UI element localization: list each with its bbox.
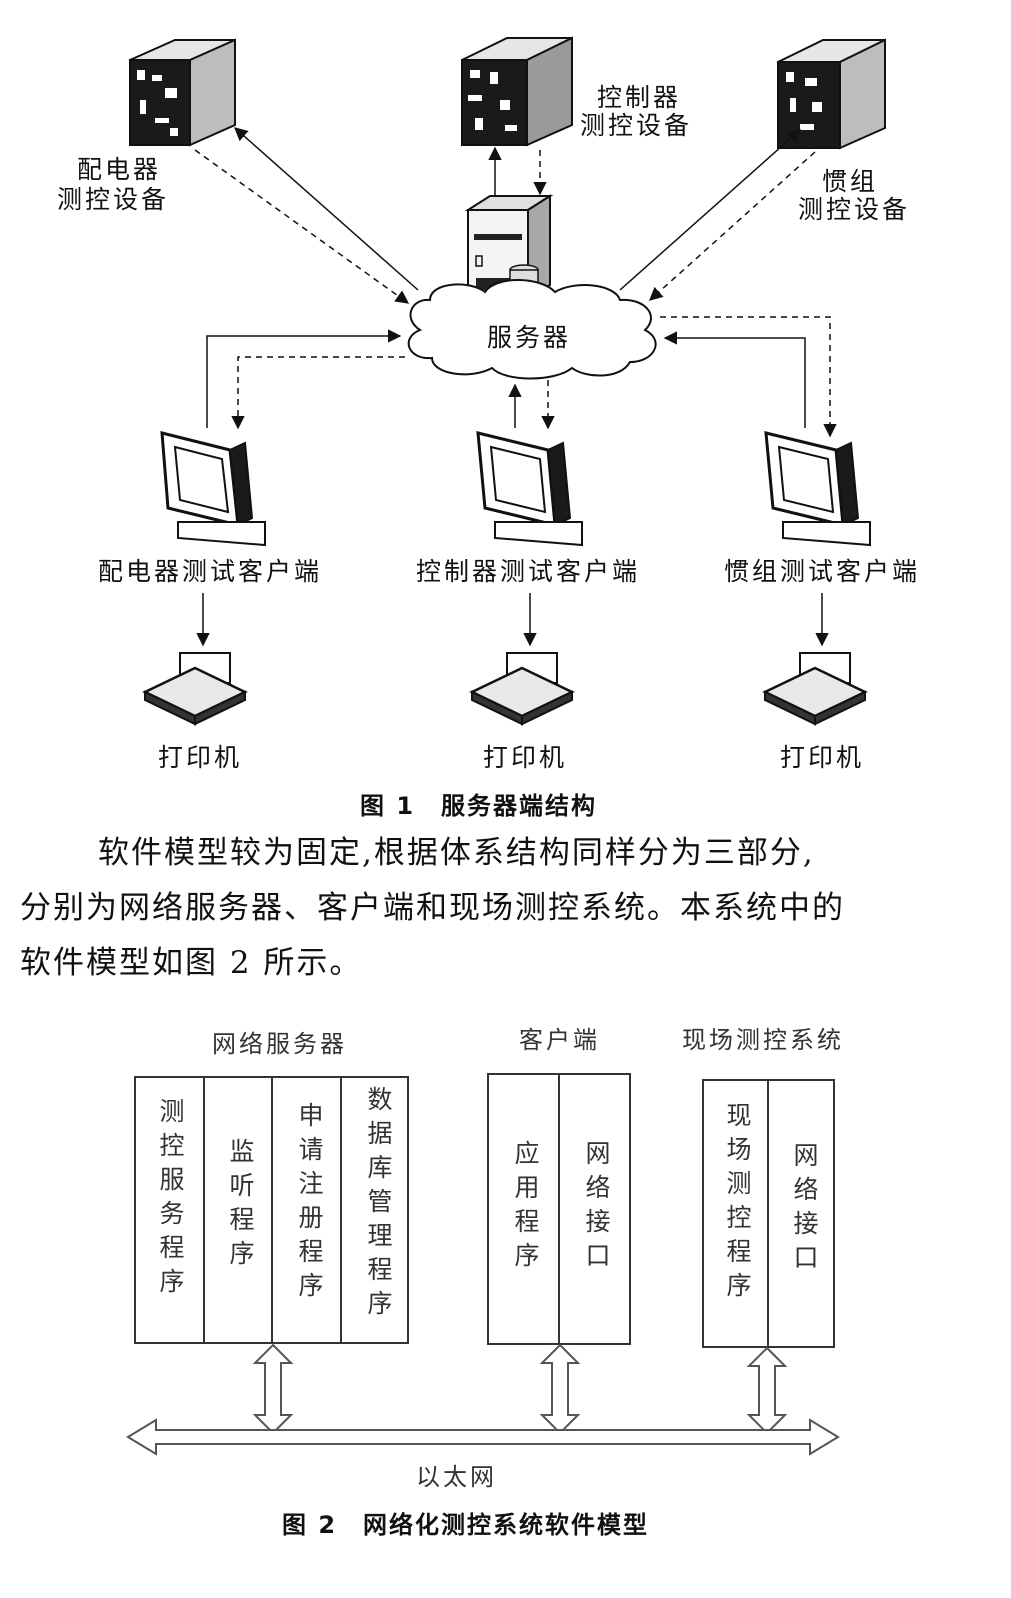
ethernet-label: 以太网 — [416, 1463, 497, 1491]
server-cloud-icon — [407, 279, 657, 380]
figure2-diagram — [134, 1073, 835, 1348]
printer-label: 打印机 — [158, 743, 243, 772]
ethernet-bus — [126, 1418, 840, 1456]
box-application-program: 应用程序 — [511, 1140, 540, 1276]
box-measure-service-program: 测控服务程序 — [156, 1098, 185, 1302]
box-register-program: 申请注册程序 — [295, 1102, 324, 1306]
paragraph-line-2: 分别为网络服务器、客户端和现场测控系统。本系统中的 — [20, 890, 845, 926]
box-client-network-interface: 网络接口 — [582, 1140, 611, 1276]
pdq-device-icon — [129, 38, 236, 147]
printer-icon — [762, 652, 868, 726]
kzq-device-icon — [461, 36, 573, 147]
pdq-device-label-line1: 配电器 — [77, 155, 162, 184]
kzq-device-label-line1: 控制器 — [597, 83, 682, 112]
gz-device-icon — [777, 38, 886, 150]
gz-device-label-line2: 测控设备 — [798, 195, 911, 224]
client-group-title: 客户端 — [519, 1026, 600, 1054]
box-listener-program: 监听程序 — [226, 1138, 255, 1274]
figure1-caption: 图 1 服务器端结构 — [360, 792, 598, 820]
kzq-client-label: 控制器测试客户端 — [416, 557, 641, 586]
gz-client-monitor-icon — [764, 431, 871, 547]
printer-label: 打印机 — [780, 743, 865, 772]
pdq-client-label: 配电器测试客户端 — [98, 557, 323, 586]
pdq-device-label-line2: 测控设备 — [57, 185, 170, 214]
server-label: 服务器 — [487, 323, 572, 352]
field-group-title: 现场测控系统 — [682, 1026, 844, 1054]
bus-connector-arrows — [252, 1343, 788, 1435]
box-database-program: 数据库管理程序 — [364, 1086, 393, 1324]
box-field-measure-program: 现场测控程序 — [723, 1102, 752, 1306]
pdq-client-monitor-icon — [160, 431, 266, 547]
box-field-network-interface: 网络接口 — [790, 1142, 819, 1278]
server-group-title: 网络服务器 — [212, 1030, 347, 1058]
printer-label: 打印机 — [483, 743, 568, 772]
gz-device-label-line1: 惯组 — [822, 167, 879, 196]
kzq-device-label-line2: 测控设备 — [580, 111, 693, 140]
printer-icon — [142, 652, 248, 726]
printer-icon — [469, 652, 575, 726]
paragraph-line-1: 软件模型较为固定,根据体系结构同样分为三部分, — [98, 835, 815, 871]
figure2-caption: 图 2 网络化测控系统软件模型 — [282, 1511, 650, 1539]
gz-client-label: 惯组测试客户端 — [724, 557, 921, 586]
kzq-client-monitor-icon — [476, 431, 583, 547]
paragraph-line-3: 软件模型如图 2 所示。 — [20, 945, 363, 981]
